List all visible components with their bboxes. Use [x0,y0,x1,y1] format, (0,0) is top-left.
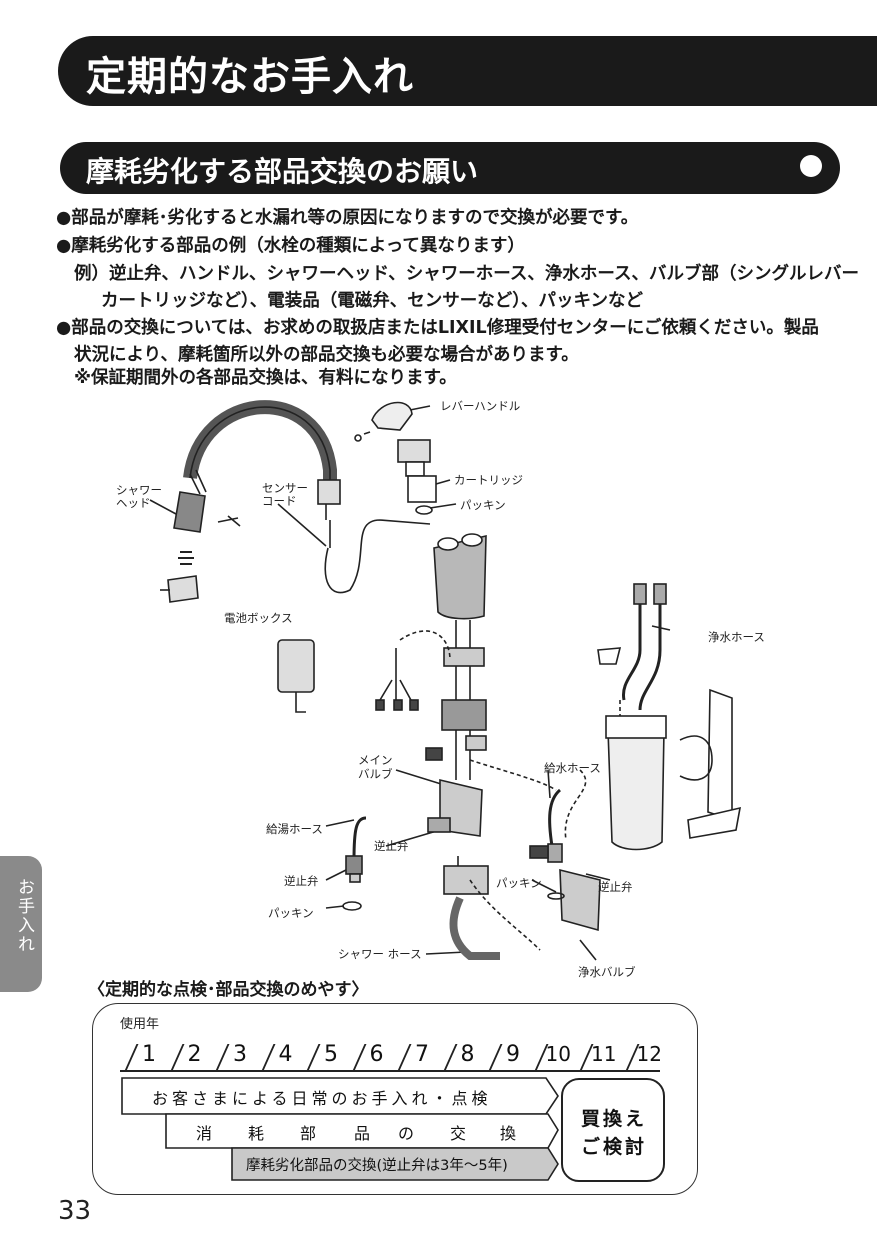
label-purifier-hose: 浄水ホース [708,630,765,644]
label-main-valve-2: バルブ [358,767,393,781]
label-supply-hose: 給水ホース [544,761,601,775]
year-11: 11 [579,1042,625,1072]
year-axis-line [120,1070,660,1072]
year-4: 4 [260,1042,307,1072]
year-3: 3 [215,1042,261,1072]
year-2: 2 [169,1042,216,1072]
label-packing-left: パッキン [268,906,314,920]
section-title: 摩耗劣化する部品交換のお願い [86,155,479,188]
side-tab-label: お手入れ [14,878,34,954]
paragraph-6: 状況により、摩耗箇所以外の部品交換も必要な場合があります。 [74,345,579,365]
section-title-bar: 摩耗劣化する部品交換のお願い [60,142,840,194]
label-shower-head-1: シャワー [116,483,162,497]
band-consumables [165,1113,559,1149]
label-check-valve-left: 逆止弁 [284,874,319,888]
paragraph-1: ●部品が摩耗･劣化すると水漏れ等の原因になりますので交換が必要です。 [56,208,639,228]
band-wear-parts-label: 摩耗劣化部品の交換(逆止弁は3年〜5年) [246,1158,508,1174]
faucet-body-icon [433,534,487,620]
label-hot-hose: 給湯ホース [266,822,323,836]
year-9: 9 [488,1042,534,1072]
year-6: 6 [351,1042,398,1072]
label-shower-head-2: ヘッド [116,496,151,510]
shower-hose-icon [449,896,500,960]
battery-box-icon [277,639,315,693]
year-1: 1 [124,1042,170,1072]
paragraph-5: ●部品の交換については、お求めの取扱店またはLIXIL修理受付センターにご依頼く… [56,318,819,338]
buy-line-1: 買換え [581,1108,648,1130]
page-title: 定期的なお手入れ [86,54,414,100]
label-main-valve-1: メイン [358,753,393,767]
hot-hose-icon [352,816,367,861]
buy-line-2: ご検討 [581,1136,648,1158]
year-8: 8 [442,1042,489,1072]
page-number: 33 [58,1196,92,1226]
faucet-exploded-diagram [149,400,742,961]
label-sensor-cord-1: センサー [262,481,308,495]
label-packing-top: パッキン [460,498,506,512]
lever-handle-icon [371,401,413,431]
label-sensor-cord-2: コード [262,494,297,508]
purifier-hose-icon [622,600,642,701]
aerator-icon [167,575,199,603]
band-daily-care [121,1077,559,1115]
spout-icon [183,400,337,500]
year-7: 7 [397,1042,443,1072]
year-scale: 1 2 3 4 5 6 7 8 9 10 11 12 [124,1042,670,1072]
label-lever-handle: レバーハンドル [440,399,521,413]
guide-bands [121,1077,559,1181]
replacement-consider-box: 買換え ご検討 [561,1078,665,1182]
paragraph-3: 例）逆止弁、ハンドル、シャワーヘッド、シャワーホース、浄水ホース、バルブ部（シン… [74,264,860,284]
paragraph-4: カートリッジなど）、電装品（電磁弁、センサーなど）、パッキンなど [101,291,643,311]
page-title-bar: 定期的なお手入れ [58,36,877,106]
supply-hose-icon [548,788,562,847]
label-battery-box: 電池ボックス [224,611,293,625]
label-check-valve-right: 逆止弁 [598,880,633,894]
year-5: 5 [306,1042,352,1072]
label-shower-hose: シャワー ホース [338,947,422,961]
shower-head-icon [173,491,206,533]
water-filter-icon [607,729,665,851]
label-purifier-valve: 浄水バルブ [578,965,636,979]
label-check-valve-center: 逆止弁 [374,839,409,853]
packing-icon [342,901,362,911]
cartridge-icon [397,439,431,463]
label-cartridge: カートリッジ [454,473,523,487]
guide-heading: 〈定期的な点検･部品交換のめやす〉 [88,980,369,1000]
band-wear-parts [231,1147,559,1181]
paragraph-2: ●摩耗劣化する部品の例（水栓の種類によって異なります） [56,236,525,256]
label-packing-right: パッキン [496,876,542,890]
side-tab[interactable]: お手入れ [0,856,42,992]
purifier-valve-icon [559,868,601,932]
year-12: 12 [624,1042,671,1072]
years-label: 使用年 [120,1017,160,1032]
paragraph-7: ※保証期間外の各部品交換は、有料になります。 [74,368,457,388]
year-10: 10 [533,1042,580,1072]
bullet-dot-icon [800,155,822,177]
band-daily-care-label: お客さまによる日常のお手入れ・点検 [152,1089,492,1108]
replacement-guide-box [92,1003,698,1195]
